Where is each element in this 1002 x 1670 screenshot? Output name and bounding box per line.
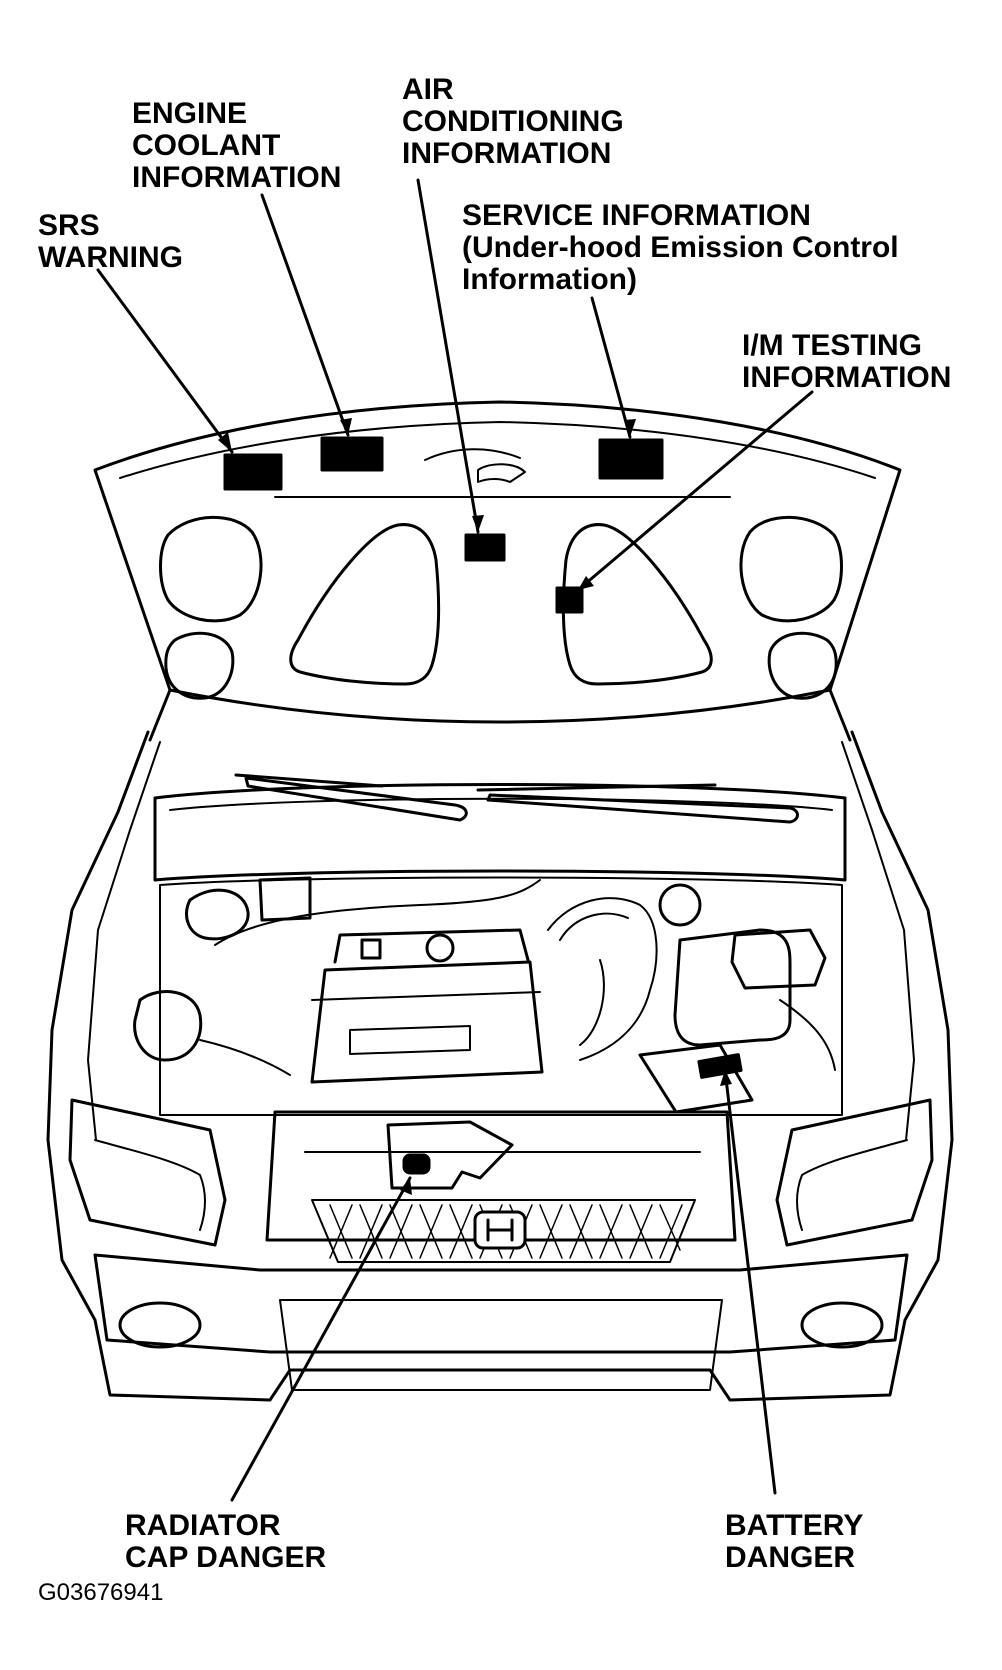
callout-line: (Under-hood Emission Control bbox=[462, 231, 899, 264]
callout-line: SERVICE INFORMATION bbox=[462, 199, 811, 232]
callout-line: INFORMATION bbox=[402, 137, 612, 170]
fender-right bbox=[841, 741, 915, 1141]
hood-cutout-right-small bbox=[767, 631, 838, 700]
callout-service-information: SERVICE INFORMATION (Under-hood Emission… bbox=[462, 200, 899, 296]
coolant-reservoir bbox=[133, 990, 203, 1062]
headlight-right bbox=[775, 1098, 934, 1247]
callout-im-testing-information: I/M TESTING INFORMATION bbox=[742, 330, 951, 394]
fuse-box bbox=[730, 928, 827, 990]
headlight-left bbox=[68, 1098, 227, 1247]
wiper-right bbox=[476, 783, 799, 824]
callout-line: ENGINE bbox=[132, 97, 248, 130]
brake-fluid-reservoir bbox=[658, 883, 702, 927]
callout-line: RADIATOR bbox=[125, 1509, 281, 1542]
headlight-right-inner bbox=[796, 1139, 908, 1231]
callout-line: WARNING bbox=[38, 241, 183, 274]
battery-label bbox=[697, 1053, 743, 1079]
hood-cutout-left-outer bbox=[159, 515, 263, 623]
ignition-coil bbox=[360, 938, 382, 960]
hood-outline bbox=[93, 400, 902, 724]
hood-inner-edge bbox=[119, 421, 876, 479]
callout-line: AIR bbox=[402, 73, 454, 106]
service-information-label bbox=[598, 438, 664, 480]
callout-line: I/M TESTING bbox=[742, 329, 922, 362]
fog-light-left bbox=[118, 1301, 202, 1349]
leader-lines bbox=[96, 178, 814, 1502]
callout-line: Information) bbox=[462, 263, 637, 296]
fender-left bbox=[87, 741, 161, 1141]
leader-arrowheads bbox=[218, 418, 732, 1195]
leader-service-information bbox=[590, 296, 632, 439]
leader-radiator-cap bbox=[230, 1176, 412, 1502]
air-box bbox=[673, 928, 792, 1047]
callout-battery-danger: BATTERY DANGER bbox=[725, 1510, 863, 1574]
intake-tubing bbox=[547, 897, 658, 1061]
callout-line: CONDITIONING bbox=[402, 105, 624, 138]
callout-air-conditioning-information: AIR CONDITIONING INFORMATION bbox=[402, 74, 624, 170]
windshield-washer-reservoir bbox=[185, 888, 250, 941]
callout-srs-warning: SRS WARNING bbox=[38, 210, 183, 274]
figure-code: G03676941 bbox=[38, 1579, 164, 1606]
grille-mesh bbox=[311, 1199, 696, 1263]
leader-engine-coolant bbox=[260, 193, 350, 437]
wiper-left bbox=[234, 773, 468, 822]
callout-engine-coolant-information: ENGINE COOLANT INFORMATION bbox=[132, 98, 341, 194]
callout-line: BATTERY bbox=[725, 1509, 864, 1542]
relay-box bbox=[258, 876, 312, 922]
engine-cover-panel bbox=[311, 991, 541, 1055]
bumper-lower bbox=[279, 1299, 723, 1391]
srs-warning-label bbox=[223, 453, 283, 491]
im-testing-label bbox=[555, 586, 584, 614]
battery bbox=[638, 1043, 754, 1114]
vehicle-body-outline bbox=[46, 730, 954, 1402]
callout-radiator-cap-danger: RADIATOR CAP DANGER bbox=[125, 1510, 326, 1574]
hood-latch-bracket bbox=[424, 448, 526, 483]
hood-cutout-left-small bbox=[164, 631, 235, 700]
honda-emblem-h bbox=[486, 1218, 514, 1242]
leader-srs-warning bbox=[96, 268, 234, 454]
callout-line: INFORMATION bbox=[132, 161, 342, 194]
hoses bbox=[199, 879, 836, 1076]
hood-cutout-right-mid bbox=[561, 523, 713, 686]
hood-cutout-left-mid bbox=[289, 523, 441, 686]
callout-line: DANGER bbox=[725, 1541, 856, 1574]
callout-line: CAP DANGER bbox=[125, 1541, 327, 1574]
hood-cutout-right-outer bbox=[739, 515, 843, 623]
cowl-lip bbox=[169, 797, 833, 811]
oil-filler-cap bbox=[425, 933, 455, 963]
a-pillar-right bbox=[828, 688, 852, 742]
front-bumper bbox=[93, 1253, 909, 1354]
fog-light-right bbox=[800, 1301, 884, 1349]
headlight-left-inner bbox=[94, 1139, 206, 1231]
air-conditioning-label bbox=[464, 533, 506, 562]
upper-grille-panel bbox=[265, 1110, 737, 1242]
engine-cover bbox=[310, 960, 544, 1084]
a-pillar-left bbox=[148, 688, 172, 742]
callout-line: INFORMATION bbox=[742, 361, 952, 394]
valve-cover bbox=[333, 928, 530, 964]
engine-bay-opening bbox=[159, 876, 843, 1116]
leader-im-testing bbox=[576, 390, 814, 592]
engine-coolant-label bbox=[320, 436, 384, 472]
radiator-cap bbox=[402, 1153, 431, 1175]
callout-line: COOLANT bbox=[132, 129, 281, 162]
callout-line: SRS bbox=[38, 209, 100, 242]
leader-air-conditioning bbox=[416, 178, 480, 534]
leader-battery bbox=[723, 1068, 777, 1495]
